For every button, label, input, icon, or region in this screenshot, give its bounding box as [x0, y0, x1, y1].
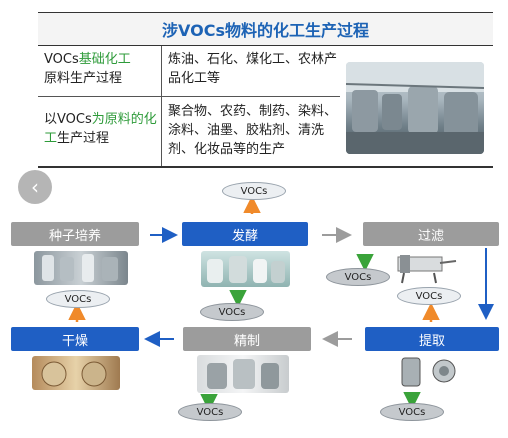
vocs-dry: VOCs: [46, 290, 110, 308]
step-fermentation: 发酵: [182, 222, 308, 246]
step-drying: 干燥: [11, 327, 139, 351]
vocs-extract-bottom: VOCs: [380, 403, 444, 421]
ferment-equipment-image: [201, 251, 290, 287]
vocs-extract-top: VOCs: [397, 287, 461, 305]
table-divider-horizontal: [38, 96, 340, 97]
step-extraction: 提取: [365, 327, 499, 351]
vocs-refine: VOCs: [178, 403, 242, 421]
table-bottom-rule: [38, 166, 493, 168]
step-seed-culture: 种子培养: [11, 222, 139, 246]
vocs-filter: VOCs: [326, 268, 390, 286]
seed-equipment-image: [34, 251, 128, 285]
step-refining: 精制: [183, 327, 311, 351]
back-button[interactable]: ‹: [18, 170, 52, 204]
refine-equipment-image: [197, 355, 289, 393]
row2-label: 以VOCs为原料的化工生产过程: [44, 112, 157, 146]
chevron-left-icon: ‹: [31, 175, 39, 199]
table-divider-vertical: [161, 46, 162, 168]
row2-content: 聚合物、农药、制药、染料、涂料、油墨、胶粘剂、清洗剂、化妆品等的生产: [168, 104, 338, 157]
row1-content: 炼油、石化、煤化工、农林产品化工等: [168, 52, 338, 86]
row1-label: VOCs基础化工 原料生产过程: [44, 52, 131, 86]
process-table: 涉VOCs物料的化工生产过程 VOCs基础化工 原料生产过程 炼油、石化、煤化工…: [38, 12, 493, 168]
table-title: 涉VOCs物料的化工生产过程: [38, 12, 493, 46]
dry-equipment-image: [32, 356, 120, 390]
vocs-ferment-bottom: VOCs: [200, 303, 264, 321]
step-filtration: 过滤: [363, 222, 499, 246]
factory-photo: [346, 62, 484, 154]
filter-equipment-image: [394, 243, 458, 285]
vocs-ferment-top: VOCs: [222, 182, 286, 200]
extract-equipment-image: [396, 355, 462, 389]
